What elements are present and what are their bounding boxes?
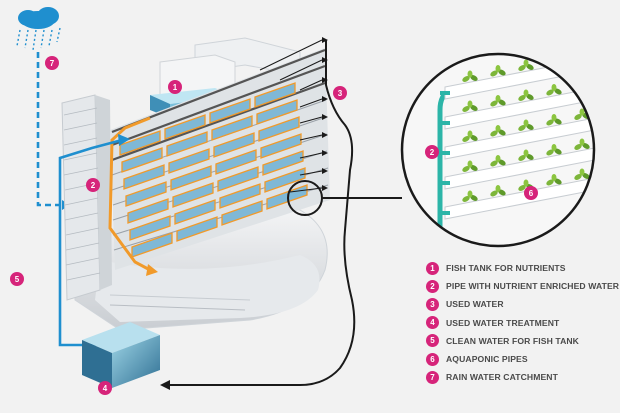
legend-label: FISH TANK FOR NUTRIENTS (446, 263, 566, 274)
plant-icon (518, 89, 534, 101)
plant-icon (518, 119, 534, 131)
plant-icon (462, 160, 478, 172)
badge-rain-water: 7 (45, 56, 59, 70)
grow-tray (125, 181, 167, 207)
grow-tray (264, 167, 306, 193)
legend-label: CLEAN WATER FOR FISH TANK (446, 335, 579, 346)
grow-tray (172, 182, 214, 208)
nutrient-pipe (108, 116, 151, 272)
legend-number: 2 (426, 279, 439, 293)
legend-label: RAIN WATER CATCHMENT (446, 372, 558, 383)
grow-tray (215, 149, 257, 175)
badge-nutrient-pipe: 2 (86, 178, 100, 192)
plant-icon (462, 100, 478, 112)
plant-icon (490, 155, 506, 167)
plant-icon (546, 114, 562, 126)
badge-zoom-pipe: 2 (425, 145, 439, 159)
grow-tray (119, 130, 161, 156)
grow-tray (123, 164, 165, 190)
grow-tray (262, 150, 304, 176)
legend: 1 FISH TANK FOR NUTRIENTS 2 PIPE WITH NUTR… (426, 259, 620, 386)
legend-item: 3 USED WATER (426, 295, 616, 313)
plant-icon (518, 59, 534, 71)
grow-tray (168, 148, 210, 174)
plant-icon (462, 130, 478, 142)
grow-tray (129, 215, 171, 241)
legend-item: 7 RAIN WATER CATCHMENT (426, 368, 616, 386)
grow-tray (256, 99, 298, 125)
plant-icon (490, 185, 506, 197)
grow-tray (209, 98, 251, 124)
plant-icon (490, 95, 506, 107)
legend-item: 2 PIPE WITH NUTRIENT ENRICHED WATER (426, 277, 620, 295)
grow-tray (211, 115, 253, 141)
used-water-lines (259, 39, 323, 193)
plant-icon (574, 54, 590, 60)
plant-icon (546, 54, 562, 66)
greenhouse-racks (110, 48, 330, 270)
rain-cloud-icon (16, 7, 61, 51)
legend-item: 1 FISH TANK FOR NUTRIENTS (426, 259, 616, 277)
grow-tray (174, 199, 216, 225)
plant-icon (574, 78, 590, 90)
legend-label: USED WATER (446, 299, 504, 310)
badge-clean-water: 5 (10, 272, 24, 286)
badge-used-water: 3 (333, 86, 347, 100)
plant-icon (546, 174, 562, 186)
grow-tray (221, 200, 263, 226)
badge-treatment: 4 (98, 381, 112, 395)
grow-tray (166, 131, 208, 157)
badge-fish-tank: 1 (168, 80, 182, 94)
clean-water-pipe (58, 138, 123, 347)
grow-tray (213, 132, 255, 158)
grow-tray (258, 116, 300, 142)
plant-icon (546, 144, 562, 156)
grow-tray (176, 216, 218, 242)
plant-icon (490, 125, 506, 137)
legend-number: 1 (426, 261, 439, 275)
legend-number: 7 (426, 370, 439, 384)
grow-tray (127, 198, 169, 224)
legend-label: AQUAPONIC PIPES (446, 354, 528, 365)
plant-icon (546, 84, 562, 96)
used-water-treatment-box (82, 322, 160, 388)
legend-item: 5 CLEAN WATER FOR FISH TANK (426, 332, 616, 350)
legend-label: PIPE WITH NUTRIENT ENRICHED WATER (446, 281, 620, 292)
legend-number: 4 (426, 316, 439, 330)
grow-tray (254, 82, 296, 108)
grow-tray (219, 183, 261, 209)
rain-water-pipe (36, 52, 62, 207)
legend-number: 3 (426, 297, 439, 311)
plant-icon (574, 138, 590, 150)
grow-tray (170, 165, 212, 191)
grow-tray (217, 166, 259, 192)
plant-icon (490, 65, 506, 77)
plant-icon (518, 179, 534, 191)
plant-icon (574, 168, 590, 180)
grow-tray (121, 147, 163, 173)
grow-tray (164, 114, 206, 140)
plant-icon (462, 70, 478, 82)
grow-tray (260, 133, 302, 159)
grow-tray (131, 232, 173, 258)
legend-number: 6 (426, 352, 439, 366)
legend-label: USED WATER TREATMENT (446, 317, 560, 328)
plant-icon (462, 190, 478, 202)
badge-aquaponic-pipes: 6 (524, 186, 538, 200)
legend-item: 6 AQUAPONIC PIPES (426, 350, 616, 368)
legend-item: 4 USED WATER TREATMENT (426, 314, 616, 332)
legend-number: 5 (426, 334, 439, 348)
plant-icon (518, 149, 534, 161)
aquaponic-zoom (400, 52, 596, 248)
used-water-return-pipe (168, 40, 356, 386)
